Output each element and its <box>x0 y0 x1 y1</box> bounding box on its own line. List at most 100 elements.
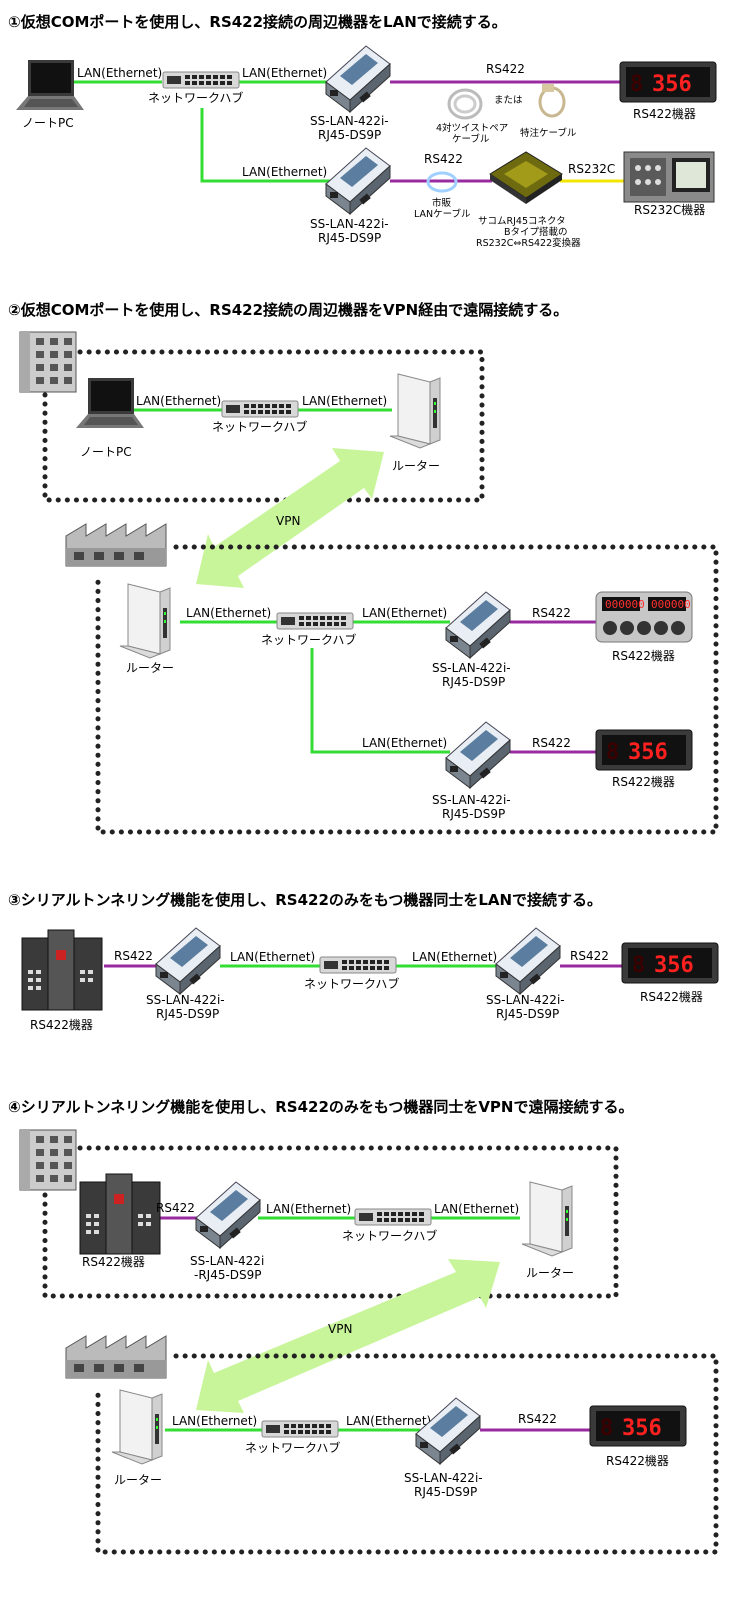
lan-label: LAN(Ethernet) <box>242 66 327 80</box>
office-building-icon <box>19 1129 77 1191</box>
lan-label: LAN(Ethernet) <box>412 950 497 964</box>
office-building-icon <box>19 331 77 393</box>
converter-name-1: SS-LAN-422i- <box>404 1471 483 1485</box>
converter-name-2: RJ45-DS9P <box>156 1007 219 1021</box>
hub-label: ネットワークハブ <box>212 419 307 434</box>
led-display-icon <box>621 942 719 984</box>
hub-icon <box>221 400 299 418</box>
hub-icon <box>354 1208 432 1226</box>
converter-name-1: SS-LAN-422i- <box>310 217 389 231</box>
lan-label: LAN(Ethernet) <box>434 1202 519 1216</box>
converter-name-1: SS-LAN-422i <box>190 1254 264 1268</box>
converter-name-2: RJ45-DS9P <box>442 807 505 821</box>
converter-name-2: RJ45-DS9P <box>496 1007 559 1021</box>
rs422-device-label: RS422機器 <box>612 774 675 789</box>
lan-label: LAN(Ethernet) <box>362 606 447 620</box>
rs232c-equipment-icon <box>623 151 715 203</box>
market-cable-label-2: LANケーブル <box>414 208 471 220</box>
converter-icon <box>155 927 221 995</box>
rs422-label: RS422 <box>570 949 609 963</box>
rs422-device-label: RS422機器 <box>640 989 703 1004</box>
rs422-label: RS422 <box>114 949 153 963</box>
rs422-label: RS422 <box>486 62 525 76</box>
hub-label: ネットワークハブ <box>304 976 399 991</box>
hub-icon <box>162 71 240 89</box>
rs422-label: RS422 <box>532 606 571 620</box>
notepc-label: ノートPC <box>80 445 132 459</box>
hub-icon <box>276 612 354 630</box>
rs422-device-label: RS422機器 <box>82 1254 145 1269</box>
converter-name-2: RJ45-DS9P <box>318 128 381 142</box>
converter-name-2: RJ45-DS9P <box>442 675 505 689</box>
lan-label: LAN(Ethernet) <box>172 1414 257 1428</box>
lan-label: LAN(Ethernet) <box>346 1414 431 1428</box>
lan-label: LAN(Ethernet) <box>186 606 271 620</box>
converter-note-3: RS232C⇔RS422変換器 <box>476 237 581 249</box>
laptop-icon <box>76 378 144 428</box>
converter-name-2: -RJ45-DS9P <box>194 1268 262 1282</box>
factory-icon <box>65 523 167 567</box>
rs422-device-label: RS422機器 <box>606 1453 669 1468</box>
converter-name-2: RJ45-DS9P <box>318 231 381 245</box>
converter-name-1: SS-LAN-422i- <box>486 993 565 1007</box>
rs232c-label: RS232C <box>568 162 615 176</box>
vpn-label: VPN <box>328 1322 352 1336</box>
twisted-pair-label-1: 4対ツイストペア <box>436 122 508 134</box>
converter-name-1: SS-LAN-422i- <box>432 661 511 675</box>
rs422-device-label: RS422機器 <box>633 106 696 121</box>
lan-label: LAN(Ethernet) <box>362 736 447 750</box>
rs422-device-label: RS422機器 <box>30 1017 93 1032</box>
lan-label: LAN(Ethernet) <box>136 394 221 408</box>
vpn-label: VPN <box>276 514 300 528</box>
rs232c-rs422-converter-icon <box>489 151 563 205</box>
rs422-label: RS422 <box>424 152 463 166</box>
section-4-heading: ④シリアルトンネリング機能を使用し、RS422のみをもつ機器同士をVPNで遠隔接… <box>8 1098 633 1116</box>
plc-rack-icon <box>21 929 103 1011</box>
laptop-icon <box>16 60 84 110</box>
factory-icon <box>65 1335 167 1379</box>
lan-label: LAN(Ethernet) <box>242 165 327 179</box>
converter-icon <box>325 45 391 113</box>
led-display-icon <box>589 1405 687 1447</box>
section-3-heading: ③シリアルトンネリング機能を使用し、RS422のみをもつ機器同士をLANで接続す… <box>8 891 602 909</box>
converter-name-1: SS-LAN-422i- <box>310 114 389 128</box>
router-label: ルーター <box>114 1473 162 1487</box>
rs422-label: RS422 <box>518 1412 557 1426</box>
converter-icon <box>445 591 511 659</box>
router-icon <box>111 1389 163 1465</box>
converter-icon <box>495 927 561 995</box>
converter-note-2: Bタイプ搭載の <box>504 226 568 238</box>
router-label: ルーター <box>126 661 174 675</box>
vpn-arrow <box>196 448 384 588</box>
notepc-label: ノートPC <box>22 116 74 130</box>
market-cable-label-1: 市販 <box>432 197 452 209</box>
converter-name-2: RJ45-DS9P <box>414 1485 477 1499</box>
led-display-icon <box>595 729 693 771</box>
special-cable-icon <box>538 82 566 118</box>
rs422-label: RS422 <box>156 1201 195 1215</box>
lan-label: LAN(Ethernet) <box>302 394 387 408</box>
hub-label: ネットワークハブ <box>261 632 356 647</box>
hub-label: ネットワークハブ <box>342 1228 437 1243</box>
router-icon <box>521 1181 573 1257</box>
twisted-pair-label-2: ケーブル <box>452 133 490 145</box>
router-label: ルーター <box>392 459 440 473</box>
rs422-label: RS422 <box>532 736 571 750</box>
converter-name-1: SS-LAN-422i- <box>432 793 511 807</box>
or-label: または <box>494 95 523 106</box>
hub-label: ネットワークハブ <box>148 90 243 105</box>
control-panel-icon <box>595 591 693 643</box>
plc-rack-icon <box>79 1173 161 1255</box>
lan-label: LAN(Ethernet) <box>77 66 162 80</box>
lan-label: LAN(Ethernet) <box>230 950 315 964</box>
twisted-pair-cable-icon <box>447 88 483 120</box>
hub-icon <box>319 956 397 974</box>
converter-icon <box>325 147 391 215</box>
hub-label: ネットワークハブ <box>245 1440 340 1455</box>
vpn-arrow <box>196 1259 500 1413</box>
section-2-heading: ②仮想COMポートを使用し、RS422接続の周辺機器をVPN経由で遠隔接続する。 <box>8 301 568 319</box>
lan-label: LAN(Ethernet) <box>266 1202 351 1216</box>
hub-icon <box>261 1420 339 1438</box>
router-icon <box>119 583 171 659</box>
